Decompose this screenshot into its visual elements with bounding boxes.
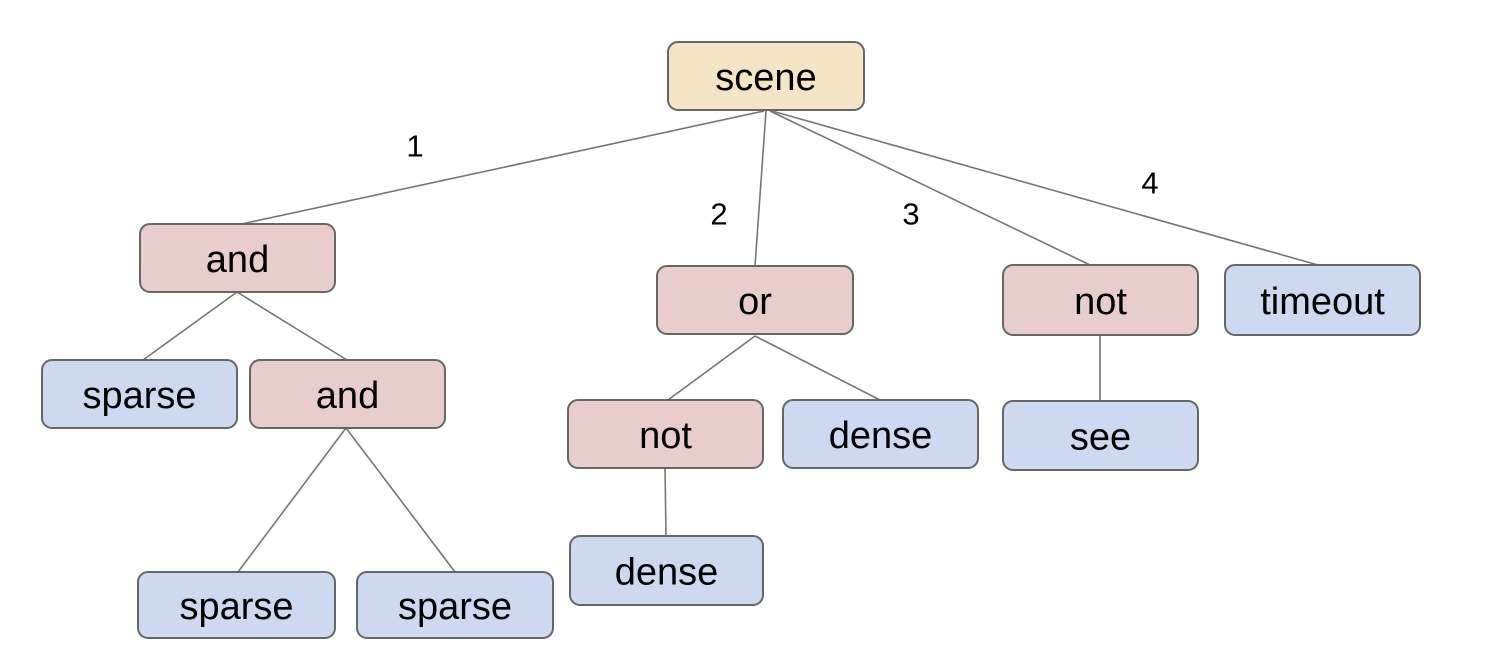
node-timeout-1: timeout <box>1224 264 1421 336</box>
node-not-3: not <box>1002 264 1199 336</box>
node-scene: scene <box>667 41 865 111</box>
node-label-dense-2: dense <box>615 552 719 594</box>
node-box-not-3 <box>1002 264 1199 336</box>
node-label-and-2: and <box>316 375 379 417</box>
node-label-not-2: not <box>639 415 692 457</box>
node-see-1: see <box>1002 400 1199 471</box>
edge-or-1-dense-1 <box>754 335 881 401</box>
edge-or-1-not-2 <box>667 335 756 401</box>
node-not-2: not <box>567 399 764 469</box>
node-or-1: or <box>656 265 854 335</box>
node-dense-2: dense <box>569 535 764 606</box>
edge-label-2: 2 <box>710 197 727 232</box>
edge-label-4: 4 <box>1141 166 1158 201</box>
node-sparse-3: sparse <box>356 571 554 639</box>
node-box-not-2 <box>567 399 764 469</box>
node-sparse-2: sparse <box>137 571 336 639</box>
edge-scene-or-1 <box>754 110 767 267</box>
node-label-not-3: not <box>1074 281 1127 323</box>
node-and-1: and <box>139 223 336 293</box>
node-label-sparse-3: sparse <box>398 586 512 628</box>
edge-label-1: 1 <box>406 129 423 164</box>
edge-label-3: 3 <box>902 197 919 232</box>
node-label-dense-1: dense <box>829 415 933 457</box>
edge-and-1-and-2 <box>236 291 348 361</box>
edge-and-1-sparse-1 <box>142 291 238 361</box>
node-box-dense-2 <box>569 535 764 606</box>
node-box-sparse-3 <box>356 571 554 639</box>
node-dense-1: dense <box>782 399 979 469</box>
node-box-sparse-1 <box>41 359 238 429</box>
node-box-or-1 <box>656 265 854 335</box>
node-box-see-1 <box>1002 400 1199 471</box>
node-label-sparse-1: sparse <box>82 375 196 417</box>
node-label-or-1: or <box>738 281 772 323</box>
node-box-dense-1 <box>782 399 979 469</box>
node-box-and-1 <box>139 223 336 293</box>
node-label-scene: scene <box>715 57 816 99</box>
node-box-timeout-1 <box>1224 264 1421 336</box>
node-box-scene <box>667 41 865 111</box>
node-label-sparse-2: sparse <box>179 586 293 628</box>
node-label-timeout-1: timeout <box>1260 281 1385 323</box>
node-sparse-1: sparse <box>41 359 238 429</box>
edge-and-2-sparse-2 <box>237 427 347 573</box>
edge-scene-timeout-1 <box>771 110 1319 266</box>
node-and-2: and <box>249 359 446 429</box>
edge-not-2-dense-2 <box>664 467 667 537</box>
node-label-see-1: see <box>1070 417 1131 459</box>
edge-scene-not-3 <box>769 110 1091 266</box>
edge-and-2-sparse-3 <box>345 427 456 573</box>
node-box-sparse-2 <box>137 571 336 639</box>
edge-scene-and-1 <box>236 110 765 226</box>
node-box-and-2 <box>249 359 446 429</box>
node-label-and-1: and <box>206 239 269 281</box>
